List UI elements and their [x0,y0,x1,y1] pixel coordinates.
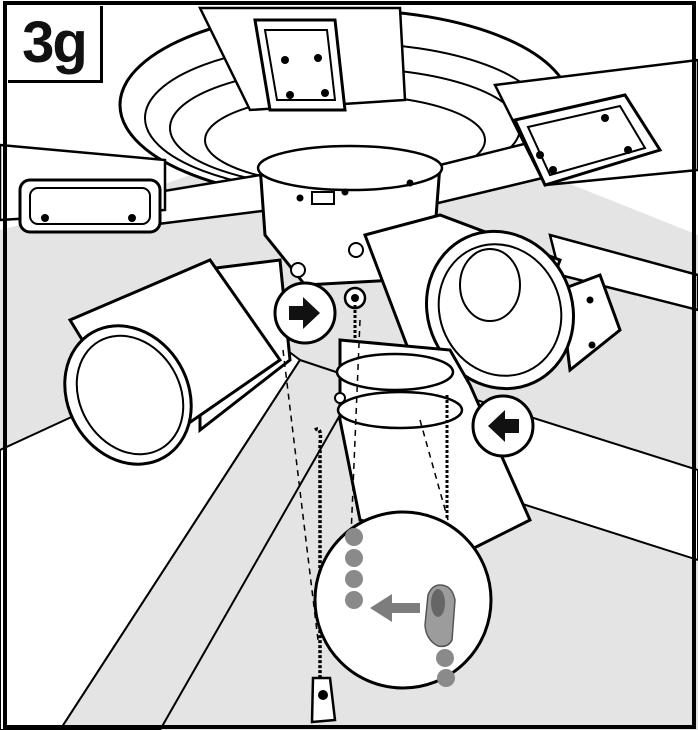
guide-line-1 [282,349,319,641]
loose-pull-chain [313,427,323,680]
detail-bead [436,649,454,667]
light-shade-left [63,258,292,466]
blade-bracket-right [512,93,663,187]
arrow-right-callout [273,281,337,345]
arrow-left-callout [471,394,535,458]
housing-screw-3 [406,179,414,187]
detail-bead [437,669,455,687]
blade-bracket-left [18,178,162,234]
arrow-left-icon [488,410,519,442]
light-shade-bottom [334,338,532,552]
detail-bead [345,549,363,567]
frame-border [3,1,696,729]
housing-screw-1 [296,194,304,202]
pull-chain-fob [310,676,337,724]
step-label: 3g [8,6,103,83]
detail-magnifier [313,510,493,690]
socket-right [348,242,364,258]
detail-bead [345,591,363,609]
blade-bracket-top [253,18,347,112]
guide-line-2 [349,319,361,561]
housing-screw-2 [341,188,349,196]
light-shade-right [363,213,575,391]
socket-left [290,262,306,278]
switch-port [311,191,335,205]
switch-housing-rim [256,144,444,192]
detail-bead [345,570,363,588]
detail-arrow-icon [370,594,420,622]
detail-bead [345,528,363,546]
arrow-right-icon [289,297,320,329]
pull-chain-socket-inner [351,294,359,302]
